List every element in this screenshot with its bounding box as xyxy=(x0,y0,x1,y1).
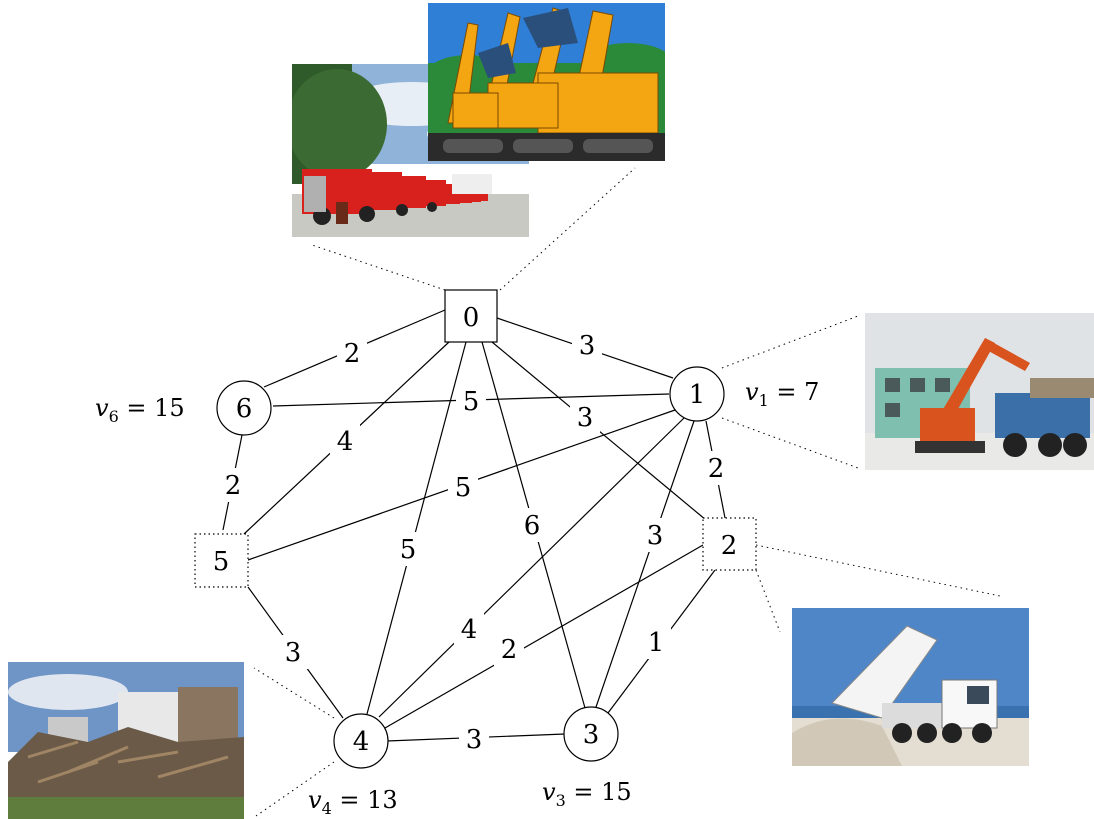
edge-weights: 2 3 4 5 6 3 5 xyxy=(218,328,731,756)
edge-weight-1-4: 4 xyxy=(454,612,484,646)
edge-weight-0-6: 2 xyxy=(337,336,367,370)
connector-2-dump-upper xyxy=(755,544,1001,597)
connector-1-demolition-upper xyxy=(721,315,859,369)
edge-weight-0-4: 5 xyxy=(393,532,423,566)
edge-0-4 xyxy=(366,341,467,715)
node-values: v1 = 7 v6 = 15 v4 = 13 v3 = 15 xyxy=(95,378,819,818)
svg-text:3: 3 xyxy=(647,521,664,551)
node-4: 4 xyxy=(333,713,389,769)
excavators-photo xyxy=(428,3,665,161)
edge-1-3 xyxy=(594,420,695,711)
svg-text:2: 2 xyxy=(344,339,361,369)
value-v6: v6 = 15 xyxy=(95,394,185,426)
node-6: 6 xyxy=(216,380,272,436)
node-2: 2 xyxy=(702,517,757,571)
photo-connectors xyxy=(253,167,1001,817)
value-v4: v4 = 13 xyxy=(308,786,398,818)
edge-weight-6-1: 5 xyxy=(456,384,486,418)
edge-1-4 xyxy=(378,417,685,718)
svg-text:5: 5 xyxy=(455,473,472,503)
edge-weight-1-5: 5 xyxy=(448,470,478,504)
edge-weight-0-5: 4 xyxy=(330,424,360,458)
connector-1-demolition-lower xyxy=(721,417,859,469)
demolition-excavator-photo xyxy=(865,313,1094,470)
svg-text:1: 1 xyxy=(689,380,706,410)
svg-text:4: 4 xyxy=(337,427,354,457)
edge-weight-4-3: 3 xyxy=(459,722,489,756)
svg-text:2: 2 xyxy=(225,471,242,501)
edge-weight-1-2: 2 xyxy=(701,451,731,485)
svg-text:2: 2 xyxy=(501,635,518,665)
svg-text:3: 3 xyxy=(285,638,302,668)
edge-weight-0-1: 3 xyxy=(572,328,602,362)
svg-text:3: 3 xyxy=(466,725,483,755)
nodes: 0 1 2 3 4 5 6 xyxy=(194,289,757,769)
svg-text:3: 3 xyxy=(579,331,596,361)
node-5: 5 xyxy=(194,533,249,588)
edge-weight-1-3: 3 xyxy=(640,518,670,552)
edge-weight-2-3: 1 xyxy=(641,625,671,659)
connector-0-red-trucks xyxy=(311,244,446,291)
svg-text:3: 3 xyxy=(577,403,594,433)
value-v1: v1 = 7 xyxy=(745,378,819,410)
edge-weight-0-2: 3 xyxy=(570,400,600,434)
dump-truck-photo xyxy=(792,608,1029,766)
connector-4-debris-upper xyxy=(253,667,335,719)
debris-pile-photo xyxy=(8,662,244,819)
svg-text:4: 4 xyxy=(353,727,370,757)
svg-text:0: 0 xyxy=(463,303,480,333)
node-3: 3 xyxy=(563,706,619,762)
node-0: 0 xyxy=(444,289,498,343)
svg-text:4: 4 xyxy=(461,615,478,645)
connector-2-dump-lower xyxy=(755,569,781,633)
edge-weight-5-4: 3 xyxy=(278,635,308,669)
svg-text:5: 5 xyxy=(400,535,417,565)
edge-weight-0-3: 6 xyxy=(517,508,547,542)
edge-2-4 xyxy=(384,544,704,729)
svg-text:2: 2 xyxy=(708,454,725,484)
svg-text:5: 5 xyxy=(213,547,230,577)
svg-text:6: 6 xyxy=(524,511,541,541)
node-1: 1 xyxy=(669,366,725,422)
svg-text:1: 1 xyxy=(648,628,665,658)
edge-weight-2-4: 2 xyxy=(494,632,524,666)
connector-0-excavators xyxy=(499,167,636,291)
svg-text:2: 2 xyxy=(721,531,738,561)
edge-weight-6-5: 2 xyxy=(218,468,248,502)
svg-text:3: 3 xyxy=(583,720,600,750)
svg-text:6: 6 xyxy=(236,394,253,424)
value-v3: v3 = 15 xyxy=(542,778,632,810)
svg-text:5: 5 xyxy=(463,387,480,417)
